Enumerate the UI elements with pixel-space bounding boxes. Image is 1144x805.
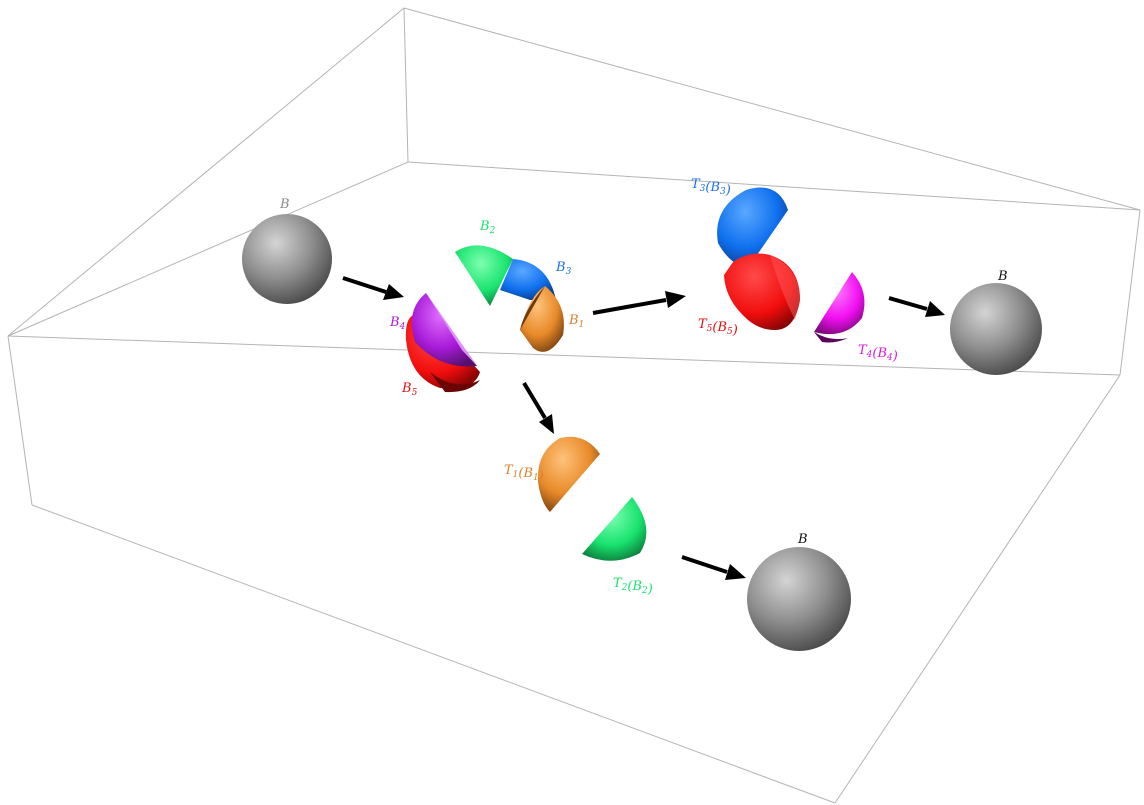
label-t1b1: T1(B1) bbox=[504, 463, 544, 484]
label-close-paren: ) bbox=[647, 582, 653, 597]
piece-b4 bbox=[411, 293, 477, 367]
label-b1: B1 bbox=[568, 313, 584, 330]
arrow-bottom-to-sphere bbox=[681, 555, 746, 580]
arrow-split-to-bottom bbox=[522, 381, 554, 434]
label-b-bottom: B bbox=[797, 532, 808, 547]
label-t2b2: T2(B2) bbox=[613, 576, 653, 597]
label-close-paren: ) bbox=[732, 323, 738, 338]
label-main: B bbox=[555, 260, 566, 275]
label-subscript: 2 bbox=[489, 226, 496, 236]
label-subscript: 5 bbox=[727, 327, 733, 337]
label-b5: B5 bbox=[401, 381, 418, 398]
label-close-paren: ) bbox=[538, 469, 544, 484]
label-prefix-subscript: 5 bbox=[707, 324, 713, 334]
label-prefix: T bbox=[691, 177, 701, 192]
label-main: B bbox=[279, 197, 290, 212]
label-main: B bbox=[389, 315, 400, 330]
label-main: B bbox=[797, 532, 808, 547]
label-subscript: 2 bbox=[641, 586, 648, 596]
piece-t2b2 bbox=[582, 497, 647, 561]
label-prefix-subscript: 4 bbox=[866, 350, 873, 360]
label-t5b5: T5(B5) bbox=[698, 317, 738, 338]
label-main: B bbox=[716, 320, 727, 335]
label-prefix-subscript: 1 bbox=[513, 470, 519, 480]
label-open-paren: ( bbox=[627, 579, 633, 594]
label-subscript: 4 bbox=[886, 353, 893, 363]
label-main: B bbox=[479, 219, 490, 234]
label-open-paren: ( bbox=[872, 346, 878, 361]
label-subscript: 3 bbox=[566, 267, 572, 277]
piece-b2 bbox=[455, 245, 513, 306]
arrows bbox=[342, 276, 945, 580]
source-sphere bbox=[242, 214, 332, 304]
label-b-source: B bbox=[279, 197, 290, 212]
result-sphere-right bbox=[950, 283, 1042, 375]
label-close-paren: ) bbox=[725, 183, 731, 198]
label-main: B bbox=[522, 466, 533, 481]
label-b4: B4 bbox=[389, 315, 406, 332]
label-open-paren: ( bbox=[712, 320, 718, 335]
label-close-paren: ) bbox=[892, 349, 898, 364]
bounding-box bbox=[7, 7, 1141, 804]
label-prefix: T bbox=[504, 463, 514, 478]
label-b3: B3 bbox=[555, 260, 572, 277]
label-main: B bbox=[709, 180, 720, 195]
label-b-right: B bbox=[997, 269, 1008, 284]
label-prefix-subscript: 3 bbox=[700, 184, 706, 194]
label-subscript: 5 bbox=[412, 388, 418, 398]
result-sphere-bottom bbox=[747, 547, 851, 651]
label-prefix: T bbox=[613, 576, 623, 591]
label-main: B bbox=[997, 269, 1008, 284]
label-main: B bbox=[568, 313, 579, 328]
label-main: B bbox=[401, 381, 412, 396]
label-t4b4: T4(B4) bbox=[858, 343, 898, 364]
piece-t3b3 bbox=[717, 187, 788, 268]
label-subscript: 1 bbox=[579, 320, 585, 330]
label-subscript: 3 bbox=[720, 187, 726, 197]
piece-t1b1 bbox=[537, 436, 600, 512]
label-main: B bbox=[876, 346, 887, 361]
label-prefix: T bbox=[858, 343, 868, 358]
label-t3b3: T3(B3) bbox=[691, 177, 731, 198]
label-b2: B2 bbox=[479, 219, 496, 236]
piece-b1 bbox=[520, 286, 564, 352]
label-prefix-subscript: 2 bbox=[621, 583, 628, 593]
arrow-split-to-top bbox=[592, 291, 686, 315]
label-subscript: 4 bbox=[399, 322, 406, 332]
piece-t5b5 bbox=[724, 253, 800, 330]
label-subscript: 1 bbox=[533, 473, 539, 483]
label-open-paren: ( bbox=[518, 466, 524, 481]
arrow-source-to-split bbox=[342, 276, 404, 300]
label-prefix: T bbox=[698, 317, 708, 332]
piece-t4b4 bbox=[814, 272, 865, 343]
label-open-paren: ( bbox=[705, 180, 711, 195]
arrow-top-to-sphere bbox=[888, 296, 945, 317]
label-main: B bbox=[631, 579, 642, 594]
